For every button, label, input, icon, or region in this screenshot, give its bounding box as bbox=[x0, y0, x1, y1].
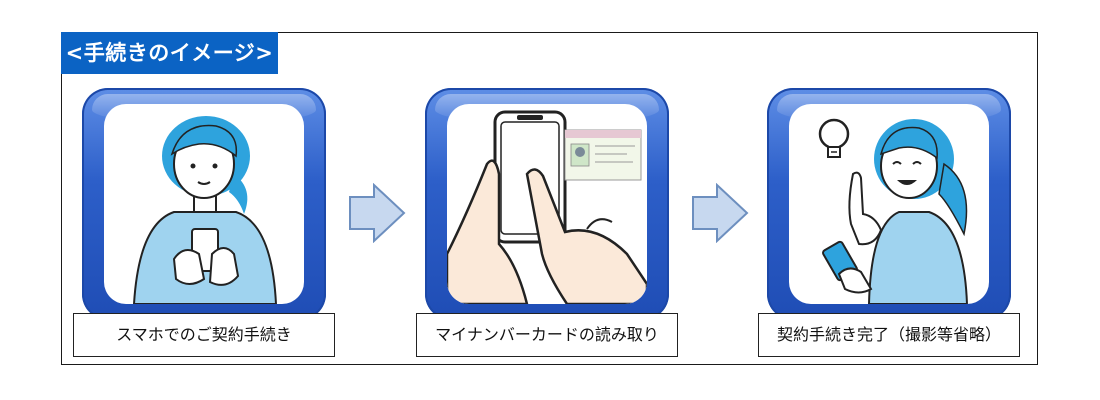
step-2-label: マイナンバーカードの読み取り bbox=[416, 313, 678, 357]
title-tab: <手続きのイメージ> bbox=[61, 32, 278, 74]
arrow-right-icon bbox=[349, 183, 406, 243]
step-3-illustration bbox=[789, 104, 989, 304]
step-3-label: 契約手続き完了（撮影等省略） bbox=[758, 313, 1020, 357]
step-2-panel bbox=[425, 88, 669, 320]
step-2-illustration bbox=[447, 104, 647, 304]
phone-mynumber-card-icon bbox=[447, 110, 647, 304]
woman-smartphone-icon bbox=[132, 116, 278, 304]
woman-lightbulb-icon bbox=[818, 118, 969, 304]
step-1-illustration bbox=[104, 104, 304, 304]
arrow-right-icon bbox=[692, 183, 749, 243]
step-1-panel bbox=[82, 88, 326, 320]
step-3-panel bbox=[767, 88, 1011, 320]
step-1-label: スマホでのご契約手続き bbox=[73, 313, 335, 357]
